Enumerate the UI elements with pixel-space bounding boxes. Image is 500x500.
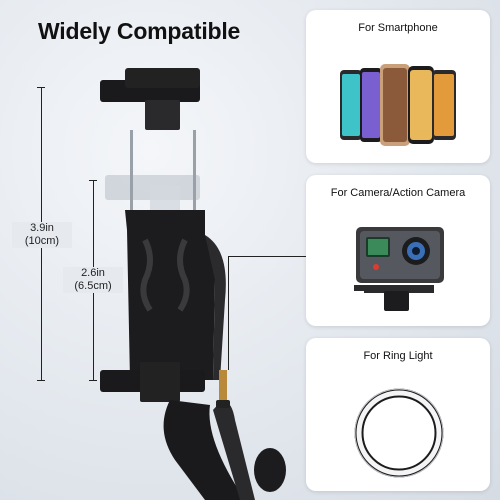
connector-line	[228, 256, 229, 370]
dimension-min-inch: 2.6in	[81, 267, 105, 279]
phone-holder-image	[95, 60, 305, 500]
card-smartphone: For Smartphone	[306, 10, 490, 163]
card-ring-light-label: For Ring Light	[363, 350, 433, 362]
card-camera: For Camera/Action Camera	[306, 175, 490, 326]
card-smartphone-label: For Smartphone	[358, 22, 438, 34]
smartphones-image	[338, 62, 463, 147]
dimension-min-cm: (6.5cm)	[74, 280, 112, 292]
dimension-total-inch: 3.9in	[30, 222, 54, 234]
card-camera-label: For Camera/Action Camera	[330, 187, 466, 199]
dimension-total-cm: (10cm)	[24, 235, 60, 247]
page-title: Widely Compatible	[38, 18, 241, 44]
connector-line	[228, 256, 306, 257]
action-camera-image	[354, 223, 449, 313]
card-ring-light: For Ring Light	[306, 338, 490, 491]
ring-light-image	[352, 386, 447, 481]
